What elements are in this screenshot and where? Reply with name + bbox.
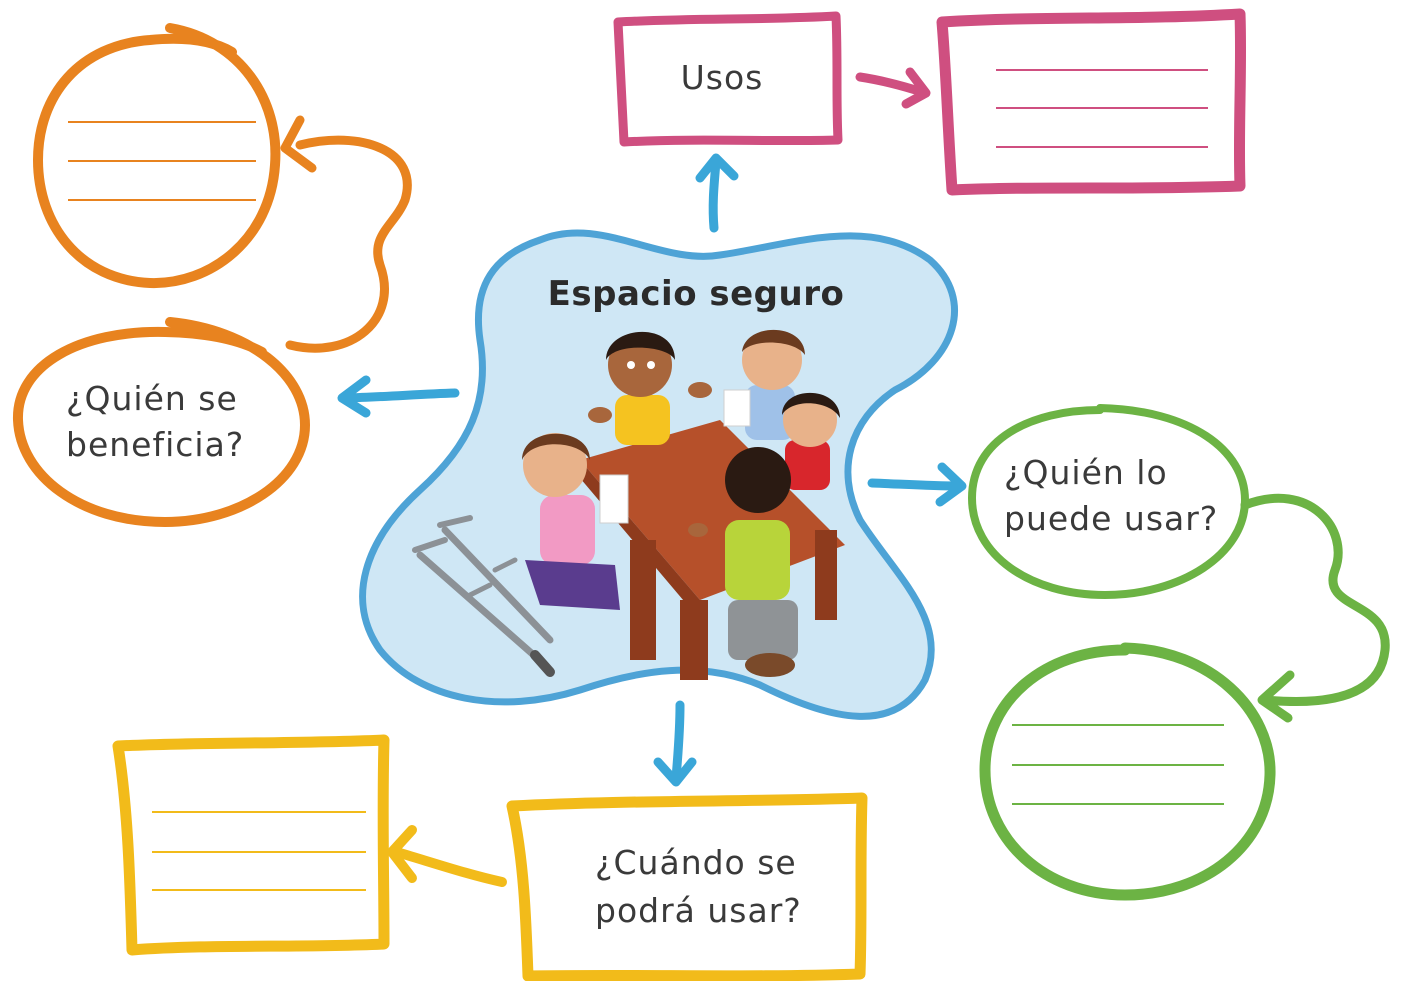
arrow-down-head xyxy=(653,757,697,787)
usos-node: Usos xyxy=(613,11,843,147)
usar-answer-frame xyxy=(979,642,1276,901)
usar-answer-circle xyxy=(979,642,1276,901)
arrow-up-to-usos xyxy=(708,157,721,233)
child-girl-red xyxy=(782,392,840,490)
center-title: Espacio seguro xyxy=(548,274,845,314)
usos-answer-frame xyxy=(936,8,1247,196)
children-illustration xyxy=(412,329,845,680)
beneficia-node: ¿Quién se beneficia? xyxy=(12,317,311,528)
cuando-arrow xyxy=(387,825,507,887)
usar-label-line1: ¿Quién lo xyxy=(1004,453,1168,492)
child-girl-yellow xyxy=(588,331,712,445)
child-boy-blue xyxy=(723,329,805,440)
usar-node: ¿Quién lo puede usar? xyxy=(967,404,1250,600)
beneficia-answer-frame xyxy=(32,23,281,289)
cuando-box xyxy=(506,792,868,981)
beneficia-label-line2: beneficia? xyxy=(66,425,244,464)
beneficia-answer-circle xyxy=(32,23,281,289)
beneficia-label-line1: ¿Quién se xyxy=(66,379,238,418)
beneficia-oval xyxy=(12,317,311,528)
usar-oval xyxy=(967,404,1250,600)
usos-box xyxy=(613,11,843,147)
usos-answer-box xyxy=(936,8,1247,196)
center-arrows xyxy=(337,153,967,787)
child-boy-green xyxy=(688,447,798,677)
beneficia-curved-arrow xyxy=(280,115,412,353)
cuando-answer-frame xyxy=(112,734,390,956)
usar-label-line2: puede usar? xyxy=(1004,499,1218,538)
cuando-answer-box xyxy=(112,734,390,956)
cuando-label-line1: ¿Cuándo se xyxy=(595,843,797,882)
arrow-up-head xyxy=(695,153,739,183)
child-girl-pink xyxy=(522,433,629,610)
center-node: Espacio seguro xyxy=(359,229,958,720)
usar-curved-arrow xyxy=(1240,493,1390,723)
arrow-left-to-beneficia xyxy=(341,388,460,403)
arrow-left-head xyxy=(337,375,371,418)
arrow-down-to-cuando xyxy=(671,700,685,783)
cuando-label-line2: podrá usar? xyxy=(595,891,802,930)
cuando-node: ¿Cuándo se podrá usar? xyxy=(506,792,868,981)
usos-arrow xyxy=(855,67,931,109)
crutches-image xyxy=(412,515,555,677)
arrow-right-head xyxy=(935,462,967,507)
usos-label: Usos xyxy=(681,58,764,97)
arrow-right-to-usar xyxy=(867,478,963,491)
